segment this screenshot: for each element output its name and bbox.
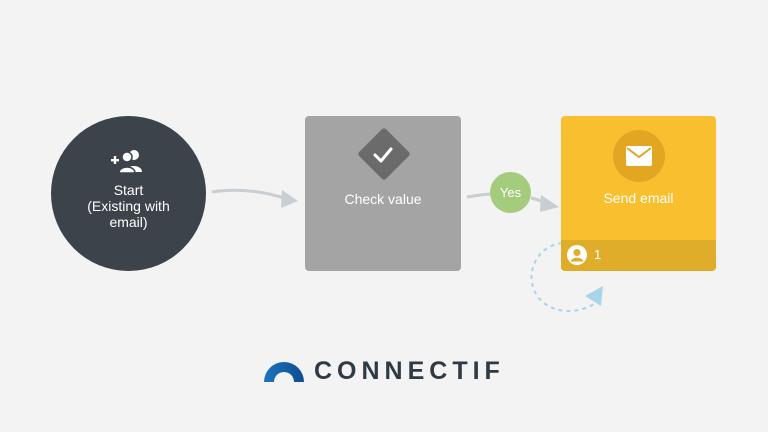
envelope-icon-circle: [613, 130, 665, 182]
contact-count: 1: [594, 247, 602, 262]
loop-edge[interactable]: [530, 242, 595, 313]
send-email-node[interactable]: Send email 1: [561, 116, 716, 271]
connectif-wordmark: CONNECTIF: [314, 357, 505, 385]
connectif-arc-logo: [264, 362, 304, 382]
user-circle-icon: [567, 245, 587, 265]
checkmark-icon: [373, 147, 393, 163]
envelope-icon: [626, 146, 652, 166]
add-users-icon: [111, 150, 142, 174]
yes-branch-badge[interactable]: Yes: [490, 172, 531, 213]
edge-start-to-check[interactable]: [211, 188, 291, 202]
check-value-node[interactable]: Check value: [305, 116, 461, 271]
start-node-label: Start (Existing with email): [87, 182, 170, 230]
loop-edge-arrowhead: [585, 286, 603, 306]
edge-check-to-yes[interactable]: [466, 192, 491, 199]
send-email-footer: 1: [561, 240, 716, 271]
edge-yes-to-email-arrowhead: [540, 195, 559, 212]
send-email-label: Send email: [603, 190, 674, 206]
check-value-label: Check value: [344, 191, 422, 207]
start-node[interactable]: Start (Existing with email): [51, 116, 206, 271]
connectif-logo: CONNECTIF: [262, 356, 512, 386]
edge-start-to-check-arrowhead: [281, 190, 298, 208]
